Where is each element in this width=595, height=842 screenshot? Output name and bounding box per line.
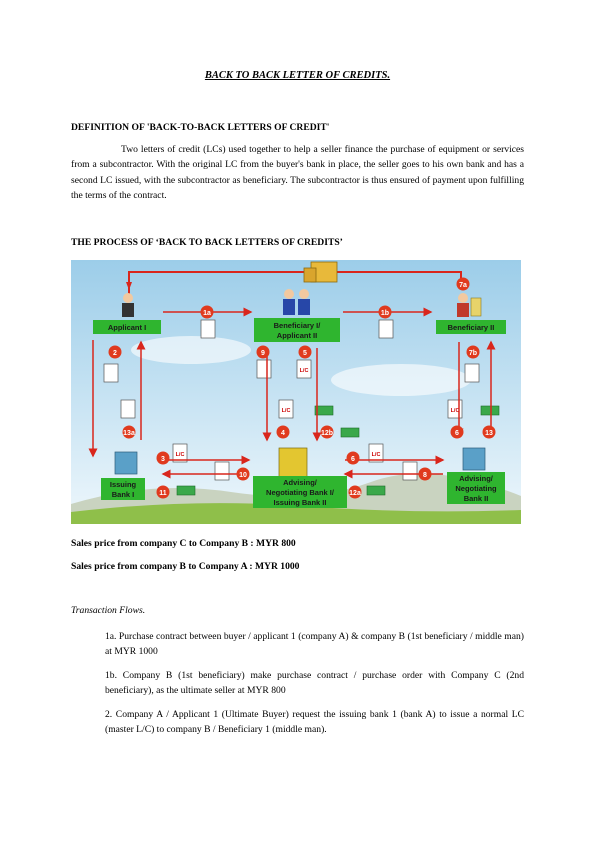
svg-text:12a: 12a: [349, 490, 361, 497]
step-6-top: 6: [450, 425, 464, 439]
step-6-bottom: 6: [346, 451, 360, 465]
party-beneficiary-2: Beneficiary II: [436, 320, 506, 334]
step-9: 9: [256, 345, 270, 359]
step-10: 10: [236, 467, 250, 481]
svg-text:5: 5: [303, 350, 307, 357]
svg-text:Bank I: Bank I: [112, 490, 135, 499]
svg-text:1b: 1b: [381, 310, 389, 317]
svg-text:13a: 13a: [123, 430, 135, 437]
svg-text:Issuing Bank II: Issuing Bank II: [274, 498, 327, 507]
definition-paragraph: Two letters of credit (LCs) used togethe…: [71, 144, 524, 202]
lc-label: L/C: [282, 408, 291, 414]
step-13a: 13a: [122, 425, 136, 439]
middleman-persons-icon: [283, 289, 310, 315]
document-icons: [103, 319, 480, 481]
lc-label: L/C: [372, 452, 381, 458]
svg-text:3: 3: [161, 456, 165, 463]
money-icons: [176, 405, 500, 496]
svg-text:11: 11: [159, 490, 167, 497]
seller-person-icon: [457, 293, 482, 317]
svg-text:2: 2: [113, 350, 117, 357]
svg-text:Beneficiary II: Beneficiary II: [448, 323, 495, 332]
step-1a: 1a: [200, 305, 214, 319]
step-7b: 7b: [466, 345, 480, 359]
party-applicant-1: Applicant I: [93, 320, 161, 334]
step-4: 4: [276, 425, 290, 439]
cloud: [131, 336, 251, 364]
step-8: 8: [418, 467, 432, 481]
party-advising-bank-2: Advising/ Negotiating Bank II: [447, 472, 505, 504]
step-12b: 12b: [320, 425, 334, 439]
sales-price-c-to-b: Sales price from company C to Company B …: [71, 538, 296, 549]
svg-text:13: 13: [485, 430, 493, 437]
svg-text:4: 4: [281, 430, 285, 437]
svg-text:Advising/: Advising/: [459, 474, 494, 483]
svg-text:6: 6: [351, 456, 355, 463]
svg-text:7b: 7b: [469, 350, 477, 357]
step-7a: 7a: [456, 277, 470, 291]
step-1b: 1b: [378, 305, 392, 319]
arrow-head: [126, 282, 132, 290]
step-12a: 12a: [348, 485, 362, 499]
step-11: 11: [156, 485, 170, 499]
svg-text:6: 6: [455, 430, 459, 437]
svg-text:Beneficiary I/: Beneficiary I/: [274, 321, 322, 330]
flow-item-2: 2. Company A / Applicant 1 (Ultimate Buy…: [105, 709, 524, 736]
process-heading: THE PROCESS OF ‘BACK TO BACK LETTERS OF …: [71, 237, 343, 248]
svg-text:10: 10: [239, 472, 247, 479]
svg-text:7a: 7a: [459, 282, 467, 289]
party-issuing-bank-1: Issuing Bank I: [101, 478, 145, 500]
svg-text:Negotiating Bank I/: Negotiating Bank I/: [266, 488, 335, 497]
step-markers: 1a 1b 7a 2 9 5 7b 13a 4 12b 6 13 3 10 6 …: [108, 277, 496, 499]
svg-text:Issuing: Issuing: [110, 480, 137, 489]
svg-text:1a: 1a: [203, 310, 211, 317]
lc-label: L/C: [300, 368, 309, 374]
svg-text:9: 9: [261, 350, 265, 357]
svg-text:8: 8: [423, 472, 427, 479]
step-3: 3: [156, 451, 170, 465]
cloud: [331, 364, 471, 396]
lc-label: L/C: [451, 408, 460, 414]
sales-price-b-to-a: Sales price from company B to Company A …: [71, 561, 300, 572]
step-5: 5: [298, 345, 312, 359]
step-2: 2: [108, 345, 122, 359]
step-13: 13: [482, 425, 496, 439]
svg-text:Advising/: Advising/: [283, 478, 318, 487]
buyer-person-icon: [122, 293, 134, 317]
party-beneficiary-1-applicant-2: Beneficiary I/ Applicant II: [254, 318, 340, 342]
flow-item-1b: 1b. Company B (1st beneficiary) make pur…: [105, 670, 524, 697]
page-title: BACK TO BACK LETTER OF CREDITS.: [204, 70, 391, 81]
back-to-back-lc-process-diagram: Applicant I Beneficiary I/ Applicant II …: [71, 260, 521, 524]
svg-text:Applicant I: Applicant I: [108, 323, 146, 332]
transaction-flows-heading: Transaction Flows.: [71, 605, 146, 616]
svg-text:Applicant II: Applicant II: [277, 331, 317, 340]
svg-text:12b: 12b: [321, 430, 333, 437]
goods-box-icon: [303, 261, 338, 283]
flow-item-1a: 1a. Purchase contract between buyer / ap…: [105, 631, 524, 658]
svg-text:Negotiating: Negotiating: [455, 484, 497, 493]
party-negotiating-bank-1: Advising/ Negotiating Bank I/ Issuing Ba…: [253, 476, 347, 508]
lc-label: L/C: [176, 452, 185, 458]
svg-text:Bank II: Bank II: [464, 494, 489, 503]
definition-heading: DEFINITION OF 'BACK-TO-BACK LETTERS OF C…: [71, 122, 330, 133]
grass: [71, 503, 521, 524]
